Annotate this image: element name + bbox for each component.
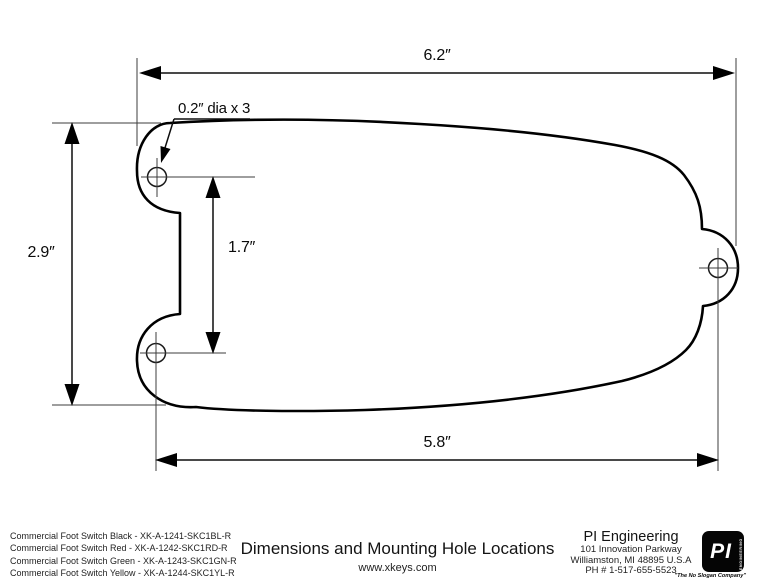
product-line: Commercial Foot Switch Green - XK-A-1243… [10, 555, 237, 566]
title-block: Dimensions and Mounting Hole Locations w… [240, 539, 555, 574]
arrowhead-left-icon [139, 66, 161, 80]
dimension-label-hole-spacing-horizontal: 5.8″ [423, 434, 451, 451]
product-line: Commercial Foot Switch Yellow - XK-A-124… [10, 568, 235, 579]
leader-line [163, 118, 175, 152]
dimension-hole-spacing-vertical: 1.7″ [205, 176, 256, 354]
company-address-line2: Williamston, MI 48895 U.S.A [570, 554, 692, 566]
callout-label-hole-spec: 0.2″ dia x 3 [178, 100, 250, 117]
website-url: www.xkeys.com [358, 562, 437, 574]
drawing-title: Dimensions and Mounting Hole Locations [240, 539, 555, 558]
arrowhead-left-icon [155, 453, 177, 467]
leader-arrowhead-icon [160, 146, 171, 163]
arrowhead-right-icon [697, 453, 719, 467]
company-address-line1: 101 Innovation Parkway [580, 544, 682, 555]
callout-hole-diameter: 0.2″ dia x 3 [160, 100, 250, 163]
mounting-hole-right [699, 248, 738, 471]
dimension-overall-height: 2.9″ [27, 122, 166, 406]
product-list: Commercial Foot Switch Black - XK-A-1241… [10, 530, 237, 580]
mounting-hole-top-left [141, 158, 255, 197]
product-line: Commercial Foot Switch Black - XK-A-1241… [10, 531, 232, 541]
logo-vertical-text: ENGINEERING [739, 538, 743, 570]
dimension-overall-width: 6.2″ [136, 47, 737, 246]
footswitch-outline [135, 118, 740, 413]
arrowhead-down-icon [64, 384, 80, 406]
dimension-label-hole-spacing-vertical: 1.7″ [228, 239, 256, 256]
logo-monogram: PI [710, 539, 732, 563]
company-slogan: "The No Slogan Company" [674, 573, 746, 579]
company-name: PI Engineering [583, 529, 679, 545]
arrowhead-right-icon [713, 66, 735, 80]
product-line: Commercial Foot Switch Red - XK-A-1242-S… [10, 543, 228, 554]
dimension-hole-spacing-horizontal: 5.8″ [155, 434, 719, 467]
pi-engineering-logo: PI ENGINEERING [702, 531, 744, 572]
mounting-hole-bottom-left [140, 332, 226, 471]
company-info: PI Engineering 101 Innovation Parkway Wi… [561, 529, 701, 577]
dimension-label-overall-width: 6.2″ [423, 47, 451, 64]
dimension-label-overall-height: 2.9″ [27, 244, 55, 261]
company-phone: PH # 1-517-655-5523 [585, 565, 677, 577]
arrowhead-up-icon [64, 122, 80, 144]
arrowhead-up-icon [205, 176, 221, 198]
arrowhead-down-icon [205, 332, 221, 354]
